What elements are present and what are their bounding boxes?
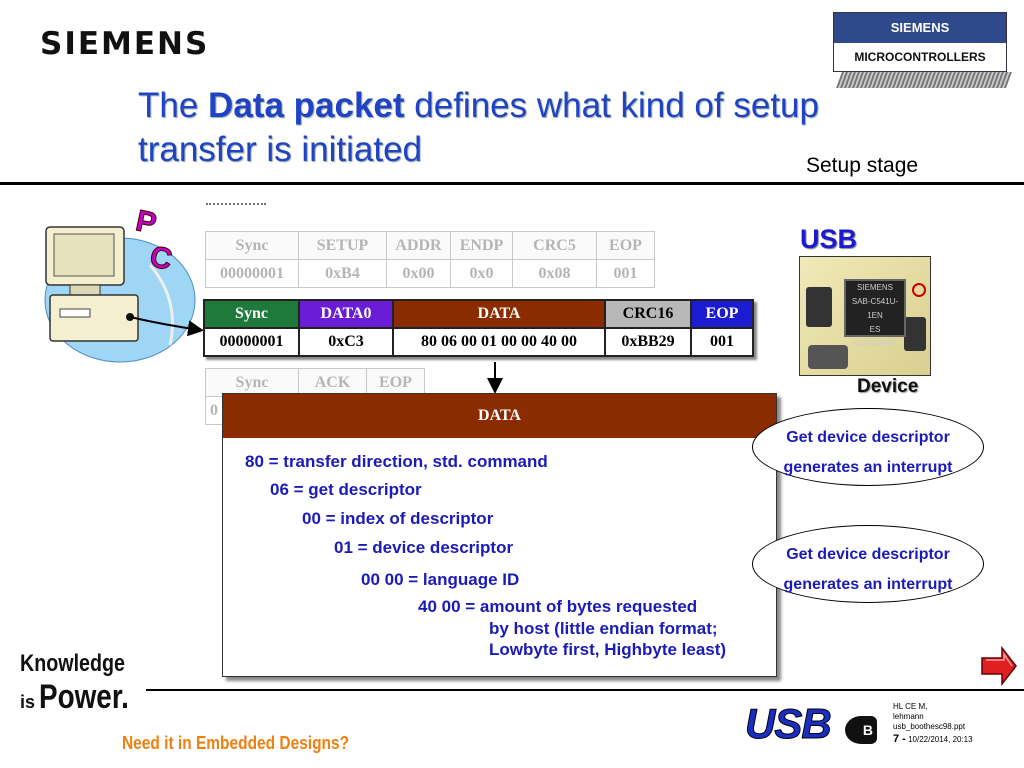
token-header-cell: EOP bbox=[596, 231, 655, 260]
handshake-header-cell: EOP bbox=[366, 368, 425, 397]
device-label: Device bbox=[857, 376, 919, 397]
title-bold: Data packet bbox=[208, 86, 405, 125]
token-header-cell: ADDR bbox=[386, 231, 451, 260]
device-chip-text: SAB-C541U-1EN bbox=[851, 297, 899, 320]
data-line-endian-1: by host (little endian format; bbox=[489, 619, 718, 638]
device-chip-text: ES bbox=[869, 325, 881, 334]
data-panel-title: DATA bbox=[223, 394, 776, 438]
callout-2-line2: generates an interrupt bbox=[783, 576, 953, 593]
data-header-pid: DATA0 bbox=[298, 299, 394, 329]
data-header-eop: EOP bbox=[690, 299, 754, 329]
device-button-icon bbox=[912, 283, 926, 297]
handshake-header-cell: Sync bbox=[205, 368, 299, 397]
handshake-header-cell: ACK bbox=[298, 368, 367, 397]
pc-swoosh bbox=[148, 264, 174, 346]
next-slide-arrow-icon[interactable] bbox=[980, 646, 1018, 686]
token-value-cell: 0x0 bbox=[450, 259, 513, 288]
footer-meta-line: HL CE M, bbox=[893, 702, 928, 711]
data-header-sync: Sync bbox=[203, 299, 300, 329]
data-line-get-descriptor: 06 = get descriptor bbox=[270, 480, 422, 499]
data-line-bytes-requested: 40 00 = amount of bytes requested bbox=[418, 597, 698, 616]
monitor-stand bbox=[69, 284, 101, 296]
data-value-cell: 0xBB29 bbox=[604, 327, 692, 357]
page-date: 10/22/2014, 20:13 bbox=[908, 735, 973, 744]
usb-port-dot bbox=[126, 313, 134, 321]
token-header-cell: SETUP bbox=[298, 231, 387, 260]
device-image: SIEMENS SAB-C541U-1EN ES GERMANY bbox=[799, 256, 931, 376]
slide-subtitle: Setup stage bbox=[806, 154, 919, 177]
data-packet-table: Sync DATA0 DATA CRC16 EOP 00000001 0xC3 … bbox=[203, 299, 754, 357]
token-value-cell: 0xB4 bbox=[298, 259, 387, 288]
data-line-transfer-direction: 80 = transfer direction, std. command bbox=[245, 452, 548, 471]
callout-1-line2: generates an interrupt bbox=[783, 459, 953, 476]
chip-label-top: SIEMENS bbox=[834, 13, 1006, 43]
data-explanation-panel: DATA bbox=[222, 393, 777, 677]
data-value-cell: 00000001 bbox=[203, 327, 300, 357]
token-value-cell: 00000001 bbox=[205, 259, 299, 288]
kp-knowledge: Knowledge bbox=[20, 650, 125, 677]
callout-interrupt-1: Get device descriptor generates an inter… bbox=[752, 408, 984, 486]
data-value-cell: 001 bbox=[690, 327, 754, 357]
monitor-screen bbox=[53, 233, 115, 277]
footer-divider bbox=[146, 689, 1024, 691]
device-phone-icon bbox=[904, 317, 926, 351]
device-peripheral-icon bbox=[806, 287, 832, 327]
knowledge-is-power-logo: Knowledge is Power. bbox=[20, 650, 149, 717]
token-header-cell: Sync bbox=[205, 231, 299, 260]
data-value-cell: 80 06 00 01 00 00 40 00 bbox=[392, 327, 606, 357]
dotted-separator bbox=[206, 203, 266, 205]
handshake-header-row: Sync ACK EOP bbox=[205, 368, 425, 397]
usb-logo: USB bbox=[745, 700, 833, 748]
footer-page-info: 7 - 10/22/2014, 20:13 bbox=[893, 733, 973, 745]
kp-power: Power. bbox=[39, 678, 130, 716]
usb-logo-plug-icon: B bbox=[845, 716, 877, 744]
token-value-cell: 001 bbox=[596, 259, 655, 288]
data-line-index: 00 = index of descriptor bbox=[302, 509, 494, 528]
disk-drive bbox=[59, 308, 91, 318]
chip-label-bottom: MICROCONTROLLERS bbox=[854, 50, 986, 64]
usb-label: USB bbox=[800, 224, 858, 254]
kp-is: is bbox=[20, 692, 36, 712]
microcontrollers-badge: SIEMENS MICROCONTROLLERS bbox=[833, 12, 1012, 90]
data-packet-value-row: 00000001 0xC3 80 06 00 01 00 00 40 00 0x… bbox=[203, 327, 754, 357]
data-line-language-id: 00 00 = language ID bbox=[361, 570, 520, 589]
slide-title: The Data packet defines what kind of set… bbox=[138, 84, 838, 172]
data-header-data: DATA bbox=[392, 299, 606, 329]
data-value-cell: 0xC3 bbox=[298, 327, 394, 357]
page-number: 7 - bbox=[893, 733, 906, 745]
token-packet-header-row: Sync SETUP ADDR ENDP CRC5 EOP bbox=[205, 231, 655, 260]
device-chip-text: GERMANY bbox=[854, 339, 896, 348]
token-packet-table: Sync SETUP ADDR ENDP CRC5 EOP 00000001 0… bbox=[205, 231, 655, 288]
footer-meta: HL CE M, lehmann usb_boothesc98.ppt bbox=[893, 702, 965, 732]
token-header-cell: CRC5 bbox=[512, 231, 597, 260]
computer-case-icon bbox=[49, 294, 139, 342]
footer-meta-line: lehmann bbox=[893, 712, 924, 721]
title-prefix: The bbox=[138, 86, 199, 125]
token-packet-value-row: 00000001 0xB4 0x00 0x0 0x08 001 bbox=[205, 259, 655, 288]
header-divider bbox=[0, 182, 1024, 185]
token-value-cell: 0x00 bbox=[386, 259, 451, 288]
token-header-cell: ENDP bbox=[450, 231, 513, 260]
token-value-cell: 0x08 bbox=[512, 259, 597, 288]
device-chip-icon: SIEMENS SAB-C541U-1EN ES GERMANY bbox=[844, 279, 906, 348]
footer-meta-line: usb_boothesc98.ppt bbox=[893, 722, 966, 731]
footer-tagline: Need it in Embedded Designs? bbox=[122, 733, 350, 753]
siemens-logo: SIEMENS bbox=[40, 26, 210, 62]
title-rest: defines what kind of setup transfer is i… bbox=[138, 86, 819, 169]
data-packet-header-row: Sync DATA0 DATA CRC16 EOP bbox=[203, 299, 754, 329]
chip-pins-graphic bbox=[836, 72, 1012, 88]
callout-2-line1: Get device descriptor bbox=[786, 546, 950, 563]
pc-illustration bbox=[44, 226, 196, 363]
callout-interrupt-2: Get device descriptor generates an inter… bbox=[752, 525, 984, 603]
data-header-crc16: CRC16 bbox=[604, 299, 692, 329]
chip-label-box: SIEMENS MICROCONTROLLERS bbox=[833, 12, 1007, 72]
device-chip-text: SIEMENS bbox=[856, 283, 893, 292]
data-line-endian-2: Lowbyte first, Highbyte least) bbox=[489, 640, 727, 659]
device-printer-icon bbox=[808, 345, 848, 369]
data-line-device-descriptor: 01 = device descriptor bbox=[334, 538, 514, 557]
callout-1-line1: Get device descriptor bbox=[786, 429, 950, 446]
